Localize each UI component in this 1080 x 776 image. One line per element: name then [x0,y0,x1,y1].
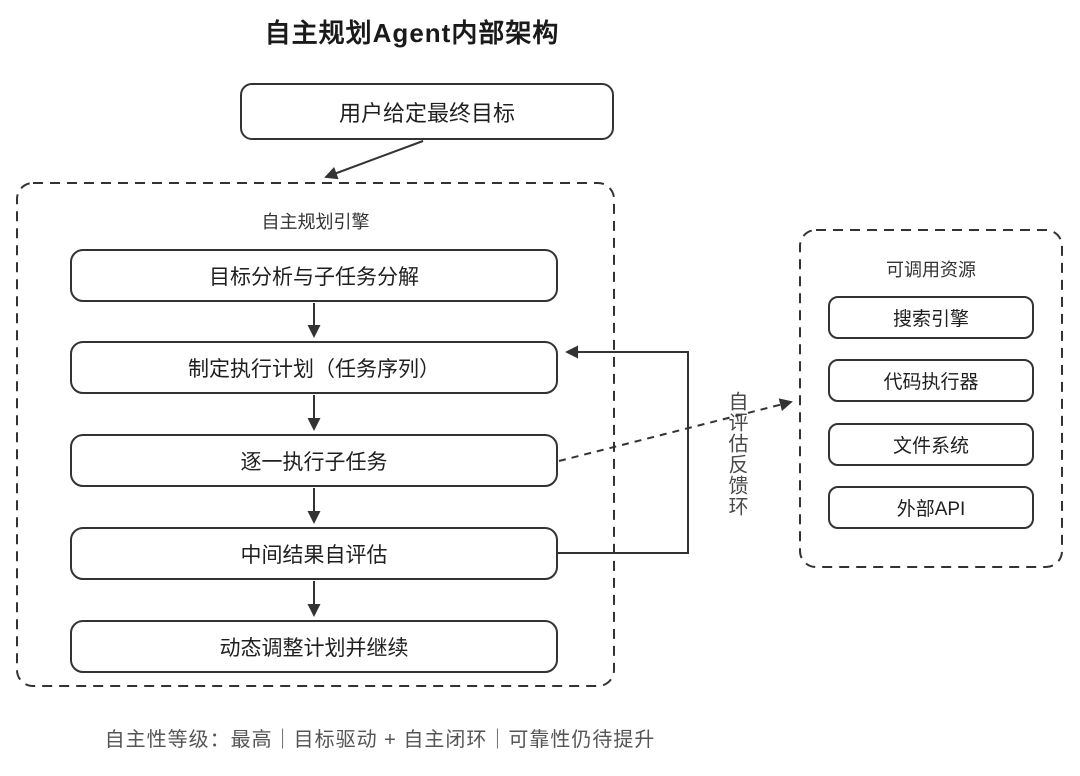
step-box-adjust-plan: 动态调整计划并继续 [70,620,558,673]
step-box-make-plan: 制定执行计划（任务序列） [70,341,558,394]
diagram-title: 自主规划Agent内部架构 [264,18,560,48]
step-label: 动态调整计划并继续 [219,636,409,660]
resource-label: 搜索引擎 [892,309,969,330]
step-box-goal-decomposition: 目标分析与子任务分解 [70,249,558,302]
user-goal-box: 用户给定最终目标 [240,83,614,140]
feedback-loop-label: 自评估反馈环 [725,391,747,517]
arrow-user-goal-to-engine [324,140,424,180]
engine-container-label: 自主规划引擎 [261,212,370,232]
step-box-self-evaluation: 中间结果自评估 [70,527,558,580]
resource-box-external-api: 外部API [828,486,1034,529]
engine-container-border [16,182,615,687]
resource-label: 文件系统 [892,436,969,457]
resource-label: 代码执行器 [883,372,979,393]
user-goal-label: 用户给定最终目标 [338,100,515,126]
arrow-feedback-loop [558,345,689,554]
step-label: 制定执行计划（任务序列） [188,357,440,381]
arrow-step3-to-resources [558,398,793,462]
resource-box-code-executor: 代码执行器 [828,359,1034,402]
resources-container-label: 可调用资源 [886,260,976,280]
resources-container-border [799,229,1063,568]
autonomy-level-caption: 自主性等级：最高｜目标驱动 + 自主闭环｜可靠性仍待提升 [104,729,656,751]
resource-box-search-engine: 搜索引擎 [828,296,1034,339]
step-label: 目标分析与子任务分解 [209,265,419,289]
resource-box-file-system: 文件系统 [828,423,1034,466]
resource-label: 外部API [896,499,966,520]
step-label: 逐一执行子任务 [240,450,388,474]
step-box-execute-subtasks: 逐一执行子任务 [70,434,558,487]
step-label: 中间结果自评估 [240,543,388,567]
